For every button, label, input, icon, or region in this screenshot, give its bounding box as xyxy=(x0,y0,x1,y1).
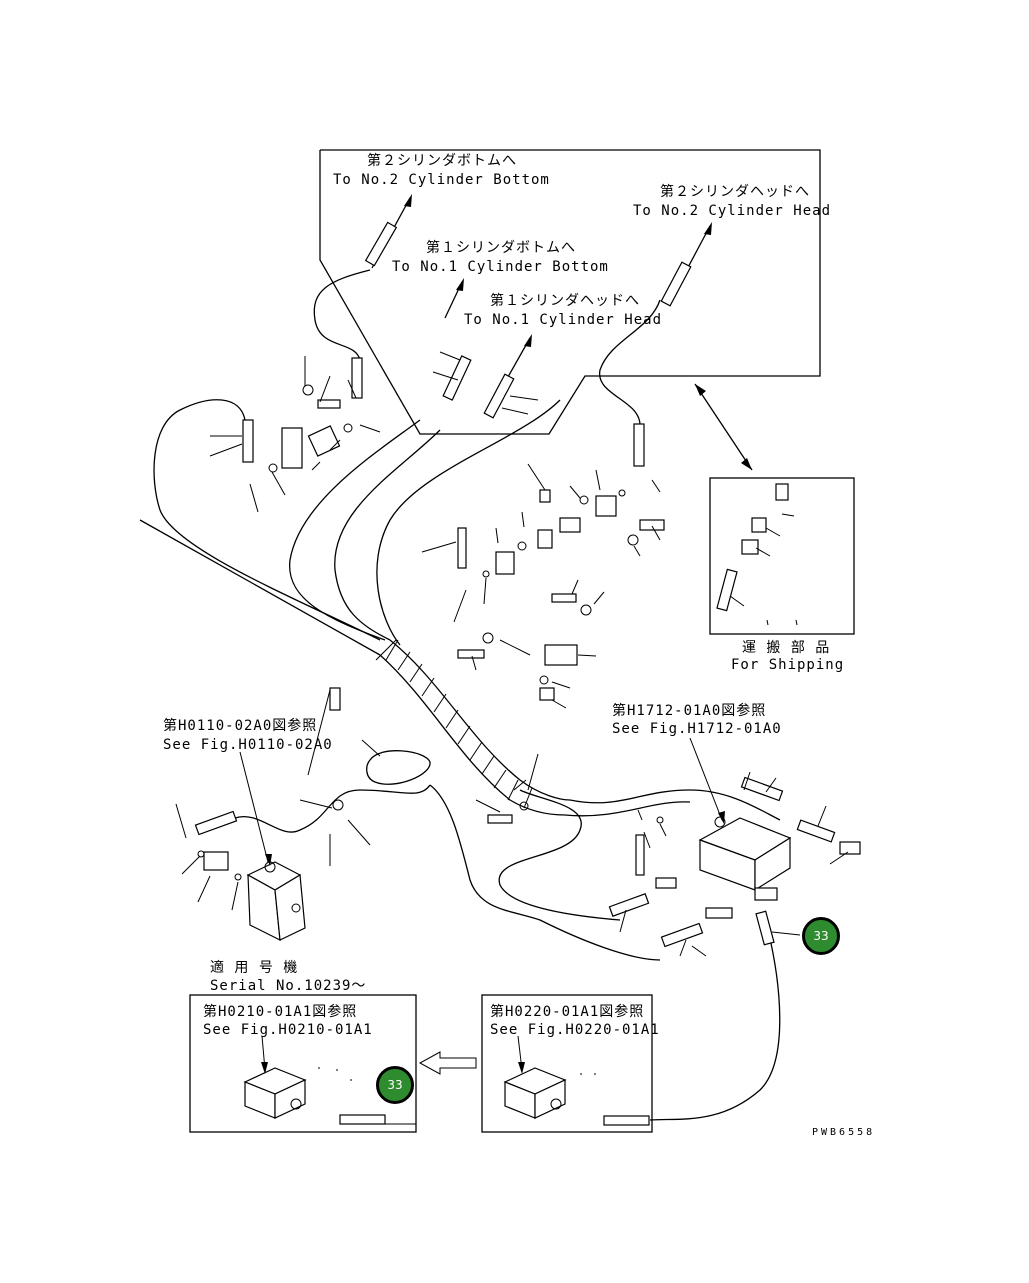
arrow-no2-head xyxy=(704,222,712,235)
label-cyl1-bottom-jp: 第１シリンダボトムへ xyxy=(426,240,576,256)
hose-no1-head xyxy=(599,299,661,426)
small-marks xyxy=(318,619,798,1081)
label-cyl1-head-jp: 第１シリンダヘッドへ xyxy=(490,293,640,309)
fitting-no1-bottom xyxy=(442,355,472,401)
pipe-clamp xyxy=(366,750,431,785)
inset-hose-fitting-1 xyxy=(339,1114,386,1125)
label-ref-h0220-en: See Fig.H0220-01A1 xyxy=(490,1022,660,1038)
hardware-parts xyxy=(194,399,861,948)
hose-no2-bottom xyxy=(313,269,371,361)
inset-valve-h0220 xyxy=(503,1067,567,1119)
hose-bundle-5 xyxy=(376,399,561,646)
arrow-head-top xyxy=(695,384,706,396)
label-ref-h0110-en: See Fig.H0110-02A0 xyxy=(163,737,333,753)
leader-h1712 xyxy=(689,737,723,821)
label-drawing-code: PWB6558 xyxy=(812,1127,876,1138)
cylinder-routing-frame xyxy=(319,149,821,435)
valve-block-left xyxy=(246,861,306,942)
label-cyl2-bottom-jp: 第２シリンダボトムへ xyxy=(367,153,517,169)
label-cyl1-head-en: To No.1 Cylinder Head xyxy=(464,312,663,328)
hose-bundle-1 xyxy=(153,399,381,641)
spiral-guard-2 xyxy=(379,654,566,816)
callout-badge-main[interactable]: 33 xyxy=(802,917,840,955)
hose-lower-loop-2 xyxy=(429,784,661,961)
label-ref-h0210-en: See Fig.H0210-01A1 xyxy=(203,1022,373,1038)
hose-to-inset xyxy=(649,929,781,1121)
inset-valve-h0210 xyxy=(243,1067,307,1119)
label-cyl2-head-en: To No.2 Cylinder Head xyxy=(633,203,832,219)
label-ref-h0210-jp: 第H0210-01A1図参照 xyxy=(203,1004,358,1020)
label-ref-h1712-jp: 第H1712-01A0図参照 xyxy=(612,703,767,719)
label-applicable-jp: 適 用 号 機 xyxy=(210,960,299,976)
label-cyl2-bottom-en: To No.2 Cylinder Bottom xyxy=(333,172,550,188)
hose-left-loop xyxy=(234,784,431,833)
valve-block-right xyxy=(698,816,792,892)
fitting-no2-head xyxy=(660,261,692,307)
label-ref-h0220-jp: 第H0220-01A1図参照 xyxy=(490,1004,645,1020)
arrow-no1-head xyxy=(524,334,532,347)
label-shipping-en: For Shipping xyxy=(731,657,845,673)
fitting-no2-bottom xyxy=(364,221,398,267)
inset-hose-fitting-2 xyxy=(603,1115,650,1126)
shipping-double-arrow xyxy=(694,383,753,471)
leader-h0110 xyxy=(239,751,269,863)
label-cyl1-bottom-en: To No.1 Cylinder Bottom xyxy=(392,259,609,275)
hose-bundle-3 xyxy=(289,419,421,641)
leader-lines xyxy=(175,351,849,1125)
fitting-left-top xyxy=(351,357,363,399)
label-cyl2-head-jp: 第２シリンダヘッドへ xyxy=(660,184,810,200)
hollow-arrow-left xyxy=(418,1051,477,1075)
label-ref-h0110-jp: 第H0110-02A0図参照 xyxy=(163,718,318,734)
spiral-guard xyxy=(389,639,571,801)
label-serial: Serial No.10239～ xyxy=(210,978,367,994)
hose-to-valve-2 xyxy=(564,801,691,817)
fitting-right-top xyxy=(633,423,645,467)
inset-box-h0220 xyxy=(481,994,653,1133)
shipping-parts-box xyxy=(709,477,855,635)
hose-bundle-2 xyxy=(139,519,381,656)
washers xyxy=(197,384,664,1110)
hose-bundle-4 xyxy=(334,429,441,641)
label-shipping-jp: 運 搬 部 品 xyxy=(742,640,831,656)
arrow-no1-bottom xyxy=(456,278,464,291)
arrow-no2-bottom xyxy=(404,194,412,207)
inset-box-h0210 xyxy=(189,994,417,1133)
callout-badge-inset[interactable]: 33 xyxy=(376,1066,414,1104)
hose-lower-loop-1 xyxy=(498,789,621,921)
spiral-wraps xyxy=(385,639,533,809)
fitting-left-long xyxy=(242,419,254,463)
hose-to-valve-1 xyxy=(569,789,781,821)
arrow-head-bottom xyxy=(741,458,752,470)
fitting-no1-head xyxy=(483,373,515,419)
label-ref-h1712-en: See Fig.H1712-01A0 xyxy=(612,721,782,737)
